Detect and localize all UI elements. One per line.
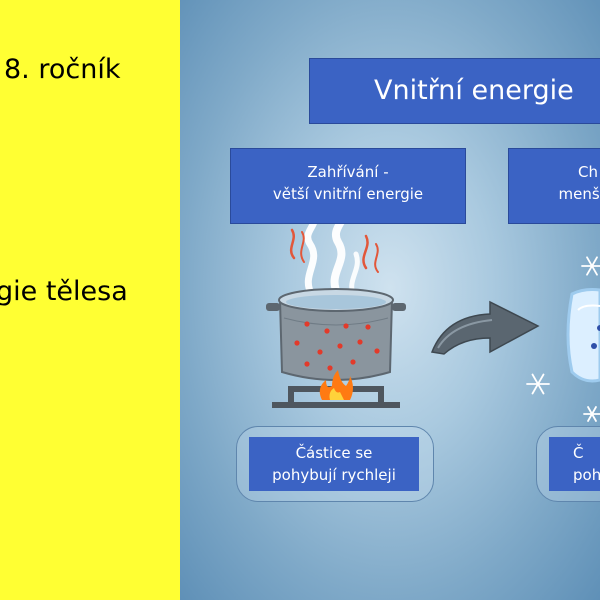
heating-line-2: větší vnitřní energie [272,185,424,203]
heating-particles [294,321,380,371]
curved-arrow-icon [430,300,540,355]
cooling-label-box: Ch menší v [508,148,600,224]
heating-particles-line-2: pohybují rychleji [272,466,396,484]
heating-particles-label: Částice se pohybují rychleji [249,437,419,491]
cooling-particles-line-2: pohy [573,466,600,484]
ice-cube-icon [566,288,600,383]
heating-particles-callout: Částice se pohybují rychleji [236,426,434,502]
slide-content: Vnitřní energie Zahřívání - větší vnitřn… [180,0,600,600]
cooling-particles-label: Č pohy [549,437,600,491]
cooling-line-1: Ch [578,163,598,181]
heating-label-box: Zahřívání - větší vnitřní energie [230,148,466,224]
flame-icon [319,370,353,400]
slide-illustrations [266,204,600,422]
left-title-panel: 8. ročník gie tělesa [0,0,180,600]
slide-title: Vnitřní energie [309,58,600,124]
cooking-pot-icon [266,288,406,381]
grade-label: 8. ročník [4,54,121,85]
topic-label: gie tělesa [0,276,128,307]
snowflake-icon [526,256,600,422]
heating-particles-line-1: Částice se [295,444,373,462]
cooling-particles-line-1: Č [573,444,584,462]
cooling-line-2: menší v [558,185,600,203]
heating-line-1: Zahřívání - [307,163,389,181]
cooling-particles-callout: Č pohy [536,426,600,502]
